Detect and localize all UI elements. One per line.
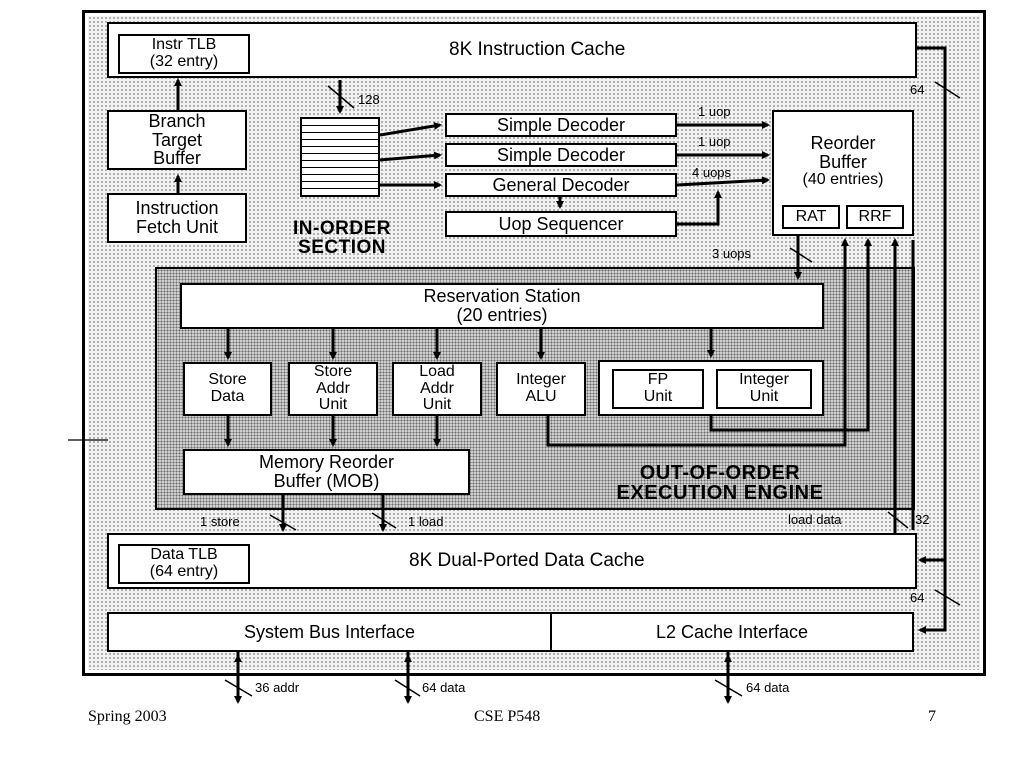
data-tlb: Data TLB (64 entry) (118, 544, 250, 584)
integer-alu: Integer ALU (496, 362, 586, 416)
rrf-label: RRF (858, 207, 892, 225)
rs-label-1: Reservation Station (423, 286, 581, 307)
btb-label-1: Branch (148, 110, 206, 131)
integer-alu-label-2: ALU (525, 388, 557, 405)
in-order-label-2: SECTION (298, 237, 386, 258)
load-addr-label-1: Load (419, 362, 455, 380)
simple-decoder-1: Simple Decoder (445, 113, 677, 137)
fp-unit-label-2: Unit (643, 388, 673, 405)
instr-tlb: Instr TLB (32 entry) (118, 34, 250, 74)
system-bus-interface: System Bus Interface (107, 612, 552, 652)
btb-label-2: Target (151, 129, 203, 150)
general-decoder: General Decoder (445, 173, 677, 197)
general-decoder-label: General Decoder (492, 174, 630, 195)
integer-alu-label-1: Integer (516, 371, 566, 389)
fp-unit-label-1: FP (647, 371, 669, 389)
in-order-label-1: IN-ORDER (293, 218, 391, 239)
data-64-label-2: 64 data (746, 680, 790, 695)
l2-cache-interface: L2 Cache Interface (550, 612, 914, 652)
one-uop-label-2: 1 uop (698, 134, 731, 149)
instruction-fetch-unit: Instruction Fetch Unit (107, 193, 247, 243)
three-uops-label: 3 uops (712, 246, 752, 261)
load-addr-unit: Load Addr Unit (392, 362, 482, 416)
four-uops-label: 4 uops (692, 165, 732, 180)
reservation-station: Reservation Station (20 entries) (180, 283, 824, 329)
l2-cache-interface-label: L2 Cache Interface (655, 621, 809, 642)
data-cache-label: 8K Dual-Ported Data Cache (409, 550, 645, 571)
simple-decoder-1-label: Simple Decoder (496, 114, 626, 135)
instr-tlb-label-2: (32 entry) (149, 53, 219, 70)
rs-label-2: (20 entries) (456, 305, 548, 325)
integer-unit-label-2: Unit (749, 388, 779, 405)
ooo-label-1: OUT-OF-ORDER (639, 462, 801, 484)
data-tlb-label-2: (64 entry) (149, 563, 219, 580)
footer-course: CSE P548 (474, 708, 541, 725)
store-data-unit: Store Data (183, 362, 272, 416)
uop-sequencer: Uop Sequencer (445, 211, 677, 237)
store-addr-label-1: Store (313, 362, 353, 380)
system-bus-interface-label: System Bus Interface (243, 621, 416, 642)
ifu-label-1: Instruction (135, 198, 219, 219)
store-addr-unit: Store Addr Unit (288, 362, 378, 416)
fp-unit: FP Unit (612, 369, 704, 409)
out-of-order-label: OUT-OF-ORDER EXECUTION ENGINE (565, 463, 875, 503)
data-64-label-1: 64 data (422, 680, 466, 695)
instr-tlb-label-1: Instr TLB (151, 36, 217, 54)
instruction-cache-label: 8K Instruction Cache (449, 39, 626, 60)
width-128-label: 128 (358, 92, 380, 107)
integer-unit-label-1: Integer (739, 371, 789, 389)
rat-label: RAT (795, 207, 827, 225)
rat: RAT (782, 205, 840, 229)
one-load-label: 1 load (408, 514, 444, 529)
integer-unit: Integer Unit (716, 369, 812, 409)
rob-label-2: Buffer (819, 151, 867, 172)
mob-label-1: Memory Reorder (258, 452, 395, 473)
data-tlb-label-1: Data TLB (150, 546, 218, 564)
store-data-label-1: Store (208, 371, 247, 389)
instruction-queue (300, 117, 380, 197)
one-store-label: 1 store (200, 514, 240, 529)
simple-decoder-2: Simple Decoder (445, 143, 677, 167)
footer-page-number: 7 (928, 708, 936, 725)
store-data-label-2: Data (210, 388, 245, 405)
in-order-section-label: IN-ORDER SECTION (262, 219, 422, 257)
ooo-label-2: EXECUTION ENGINE (616, 482, 824, 504)
load-addr-label-3: Unit (422, 396, 452, 414)
footer-date: Spring 2003 (88, 708, 167, 725)
simple-decoder-2-label: Simple Decoder (496, 144, 626, 165)
mob-label-2: Buffer (MOB) (273, 471, 380, 491)
branch-target-buffer: Branch Target Buffer (107, 110, 247, 170)
one-uop-label-1: 1 uop (698, 104, 731, 119)
rob-label-3: (40 entries) (802, 170, 884, 188)
addr-36-label: 36 addr (255, 680, 300, 695)
memory-reorder-buffer: Memory Reorder Buffer (MOB) (183, 449, 470, 495)
width-64-mid-label: 64 (910, 590, 925, 605)
btb-label-3: Buffer (153, 148, 201, 169)
width-64-top-label: 64 (910, 82, 925, 97)
load-addr-label-2: Addr (420, 379, 454, 397)
load-data-label: load data (788, 512, 842, 527)
ifu-label-2: Fetch Unit (135, 217, 219, 237)
store-addr-label-3: Unit (318, 396, 348, 414)
uop-sequencer-label: Uop Sequencer (498, 213, 624, 234)
rrf: RRF (846, 205, 904, 229)
width-32-label: 32 (915, 512, 930, 527)
store-addr-label-2: Addr (316, 379, 350, 397)
rob-label-1: Reorder (810, 133, 876, 153)
